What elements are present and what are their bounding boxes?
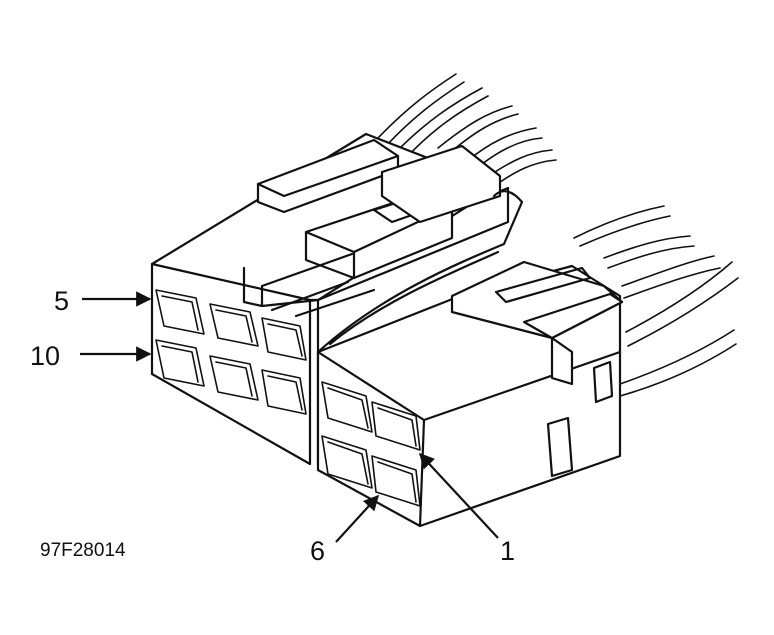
right-connector — [316, 190, 624, 528]
callout-label-10: 10 — [30, 341, 60, 371]
callout-label-1: 1 — [500, 536, 515, 566]
left-connector — [150, 132, 510, 466]
callout-arrow-6 — [335, 494, 380, 543]
callout-label-6: 6 — [310, 536, 325, 566]
callout-label-5: 5 — [54, 286, 69, 316]
right-cavities — [321, 381, 421, 507]
wire-bundle-right — [573, 205, 739, 397]
left-cavities — [155, 289, 307, 415]
callout-arrow-1 — [418, 452, 499, 539]
figure-id: 97F28014 — [40, 540, 126, 561]
